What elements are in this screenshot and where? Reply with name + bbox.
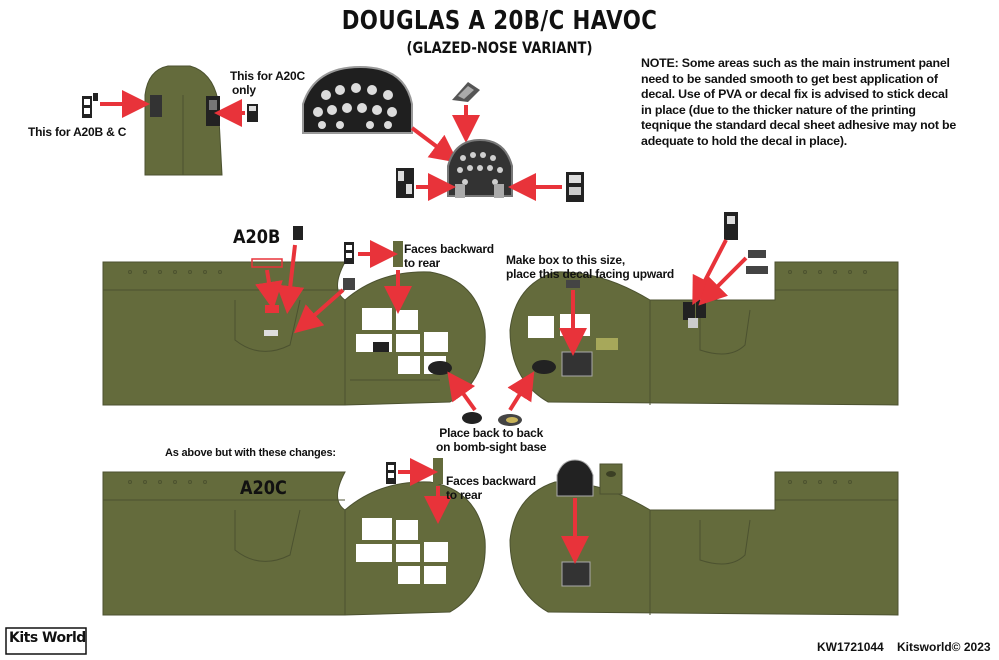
bomb-sight-decals xyxy=(462,412,522,426)
label-make-box-line1: Make box to this size, xyxy=(506,253,625,267)
seat-armour-drawing xyxy=(144,65,223,176)
footer-brand: Kitsworld© 2023 xyxy=(897,640,991,654)
small-decal-a20bc-icon xyxy=(150,95,162,117)
label-faces-backward-2-line1: Faces backward xyxy=(446,474,536,488)
a20c-left-fuselage xyxy=(102,471,486,616)
label-faces-backward-1-line2: to rear xyxy=(404,256,440,270)
a20c-right-fuselage xyxy=(509,471,899,616)
label-a20c-only-line1: This for A20C xyxy=(230,69,305,83)
side-decal-right xyxy=(566,172,584,202)
instrument-panel-decal xyxy=(302,65,413,134)
a20c-decals xyxy=(386,458,623,497)
logo-text: Kits World xyxy=(9,630,86,646)
kits-world-logo xyxy=(5,627,87,655)
label-as-above: As above but with these changes: xyxy=(165,447,336,459)
label-faces-backward-1-line1: Faces backward xyxy=(404,242,494,256)
page-subtitle: (GLAZED-NOSE VARIANT) xyxy=(406,38,593,57)
a20b-right-decals xyxy=(566,212,768,328)
label-faces-backward-2: Faces backward to rear xyxy=(446,474,536,502)
label-a20c: A20C xyxy=(240,477,287,499)
label-a20b-c: This for A20B & C xyxy=(28,125,127,139)
loose-decal-left xyxy=(82,93,98,118)
label-faces-backward-1: Faces backward to rear xyxy=(404,242,494,270)
cockpit-panel-drawing xyxy=(447,138,513,198)
loose-decal-right xyxy=(247,104,258,122)
label-back-to-back: Place back to back on bomb-sight base xyxy=(436,426,547,454)
application-note: NOTE: Some areas such as the main instru… xyxy=(641,56,957,148)
label-make-box-line2: place this decal facing upward xyxy=(506,267,675,281)
label-back-to-back-line1: Place back to back xyxy=(439,426,544,440)
page-title: DOUGLAS A 20B/C HAVOC xyxy=(341,6,658,36)
label-a20c-only-line2: only xyxy=(232,83,256,97)
label-back-to-back-line2: on bomb-sight base xyxy=(436,440,547,454)
a20b-left-fuselage xyxy=(102,261,486,406)
footer-code: KW1721044 xyxy=(817,640,884,654)
label-a20c-only: This for A20C only xyxy=(230,69,305,97)
label-faces-backward-2-line2: to rear xyxy=(446,488,482,502)
side-decal-left xyxy=(396,168,414,198)
label-a20b: A20B xyxy=(233,226,281,248)
label-make-box: Make box to this size, place this decal … xyxy=(506,253,674,281)
angled-decal xyxy=(452,82,480,102)
